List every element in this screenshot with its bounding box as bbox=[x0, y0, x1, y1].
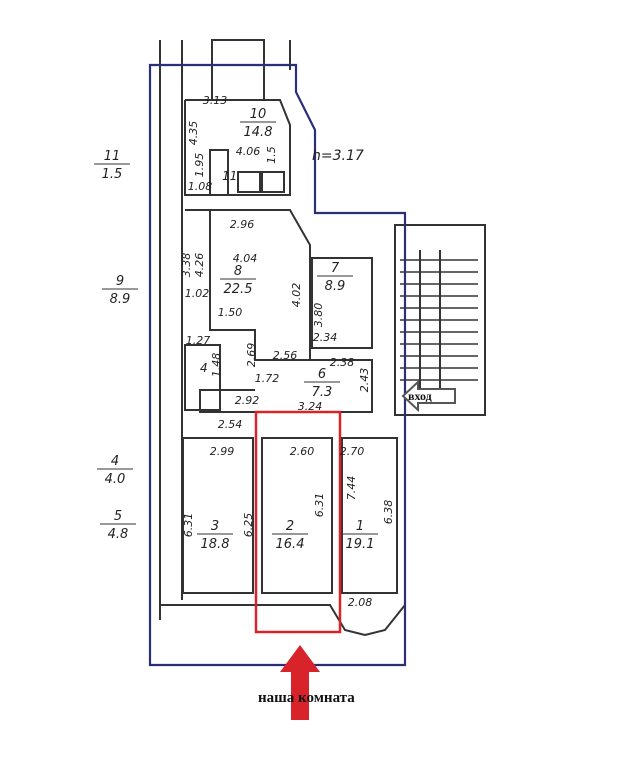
walls bbox=[159, 39, 486, 637]
side-room-11-area: 1.5 bbox=[102, 167, 123, 182]
side-room-4-number: 4 bbox=[111, 454, 119, 469]
dimension-label: 1.72 bbox=[255, 372, 280, 385]
dimension-label: 1.95 bbox=[193, 153, 206, 178]
kitchen-niche-label: 11 bbox=[222, 169, 237, 183]
dimension-label: 2.92 bbox=[235, 394, 260, 407]
dimension-label: 2.38 bbox=[330, 356, 355, 369]
room-1-number: 1 bbox=[356, 519, 364, 534]
room-10-area: 14.8 bbox=[244, 125, 273, 140]
dimension-label: 1.5 bbox=[265, 146, 278, 164]
side-room-5-number: 5 bbox=[114, 509, 122, 524]
dimension-label: 2.96 bbox=[230, 218, 255, 231]
our-room-label: наша комната bbox=[258, 690, 355, 706]
dimension-label: 4.06 bbox=[236, 145, 261, 158]
dimension-label: 4.26 bbox=[193, 253, 206, 278]
side-room-5-area: 4.8 bbox=[108, 527, 129, 542]
room-6-number: 6 bbox=[318, 367, 326, 382]
dimension-label: 1.50 bbox=[218, 306, 243, 319]
room-3-area: 18.8 bbox=[201, 537, 230, 552]
dimension-label: 3.24 bbox=[298, 400, 323, 413]
room-2-area: 16.4 bbox=[276, 537, 305, 552]
side-room-4-area: 4.0 bbox=[105, 472, 126, 487]
dimension-label: 4.02 bbox=[290, 283, 303, 308]
dimension-label: 4.04 bbox=[233, 252, 258, 265]
dimension-label: 3.13 bbox=[203, 94, 228, 107]
dimension-label: 2.70 bbox=[340, 445, 365, 458]
dimension-label: 2.43 bbox=[358, 368, 371, 393]
dimension-label: 2.34 bbox=[313, 331, 338, 344]
room-8-number: 8 bbox=[234, 264, 242, 279]
room-7-area: 8.9 bbox=[325, 279, 346, 294]
dimension-label: 1.48 bbox=[210, 353, 223, 378]
dimension-label: 2.60 bbox=[290, 445, 315, 458]
entrance-arrow-icon bbox=[401, 379, 456, 413]
side-room-11-number: 11 bbox=[104, 149, 121, 164]
dimension-label: 7.44 bbox=[345, 476, 358, 501]
room-7-number: 7 bbox=[331, 261, 340, 276]
dimension-label: 6.38 bbox=[382, 500, 395, 525]
dimension-label: 2.69 bbox=[245, 343, 258, 368]
apartment-outline bbox=[148, 63, 407, 667]
room-6-area: 7.3 bbox=[312, 385, 333, 400]
dimension-label: 6.31 bbox=[182, 513, 195, 538]
stair-steps bbox=[400, 259, 478, 381]
dimension-label: 2.99 bbox=[210, 445, 235, 458]
side-room-9-area: 8.9 bbox=[110, 292, 131, 307]
entrance-label: вход bbox=[408, 389, 432, 403]
dimension-label: 2.08 bbox=[348, 596, 373, 609]
bath-label: 4 bbox=[200, 361, 208, 375]
dimension-label: 6.31 bbox=[313, 493, 326, 518]
room-1-area: 19.1 bbox=[346, 537, 375, 552]
dimension-label: 1.27 bbox=[186, 334, 211, 347]
dimension-label: 3.80 bbox=[312, 303, 325, 328]
side-room-9-number: 9 bbox=[116, 274, 124, 289]
dimension-label: 1.02 bbox=[185, 287, 210, 300]
dimension-label: 3.38 bbox=[180, 253, 193, 278]
dimension-label: 1.08 bbox=[188, 180, 213, 193]
room-8-area: 22.5 bbox=[224, 282, 253, 297]
ceiling-height-label: h=3.17 bbox=[312, 148, 364, 164]
dimension-label: 6.25 bbox=[242, 513, 255, 538]
dimension-label: 2.56 bbox=[273, 349, 298, 362]
room-2-number: 2 bbox=[286, 519, 294, 534]
red-arrow-up-icon bbox=[280, 645, 320, 720]
dimension-label: 2.54 bbox=[218, 418, 243, 431]
our-room-highlight bbox=[254, 410, 342, 634]
dimension-label: 4.35 bbox=[187, 121, 200, 146]
room-3-number: 3 bbox=[211, 519, 219, 534]
room-10-number: 10 bbox=[250, 107, 267, 122]
